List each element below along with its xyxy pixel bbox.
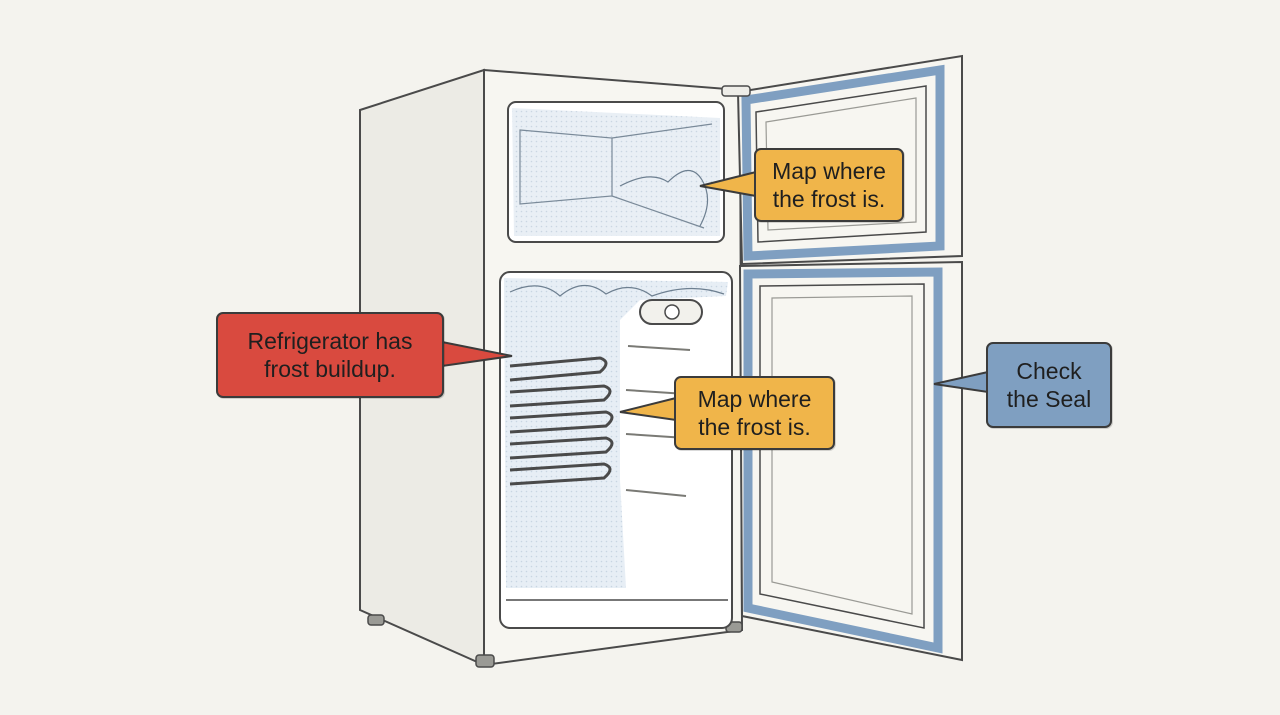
callout-freezer-map-frost: Map where the frost is. (754, 148, 904, 222)
fridge-door (738, 260, 963, 662)
freezer-door-gasket (741, 64, 945, 261)
fridge-door-gasket (743, 267, 943, 654)
fridge-foot (475, 654, 495, 668)
fridge-compartment (499, 271, 733, 629)
evaporator-coils (509, 356, 614, 486)
callout-frost-buildup: Refrigerator has frost buildup. (216, 312, 444, 398)
freezer-compartment (507, 101, 725, 243)
callout-fridge-map-frost: Map where the frost is. (674, 376, 835, 450)
thermostat-dial (639, 299, 703, 325)
fridge-foot (367, 614, 385, 626)
callout-check-seal: Check the Seal (986, 342, 1112, 428)
